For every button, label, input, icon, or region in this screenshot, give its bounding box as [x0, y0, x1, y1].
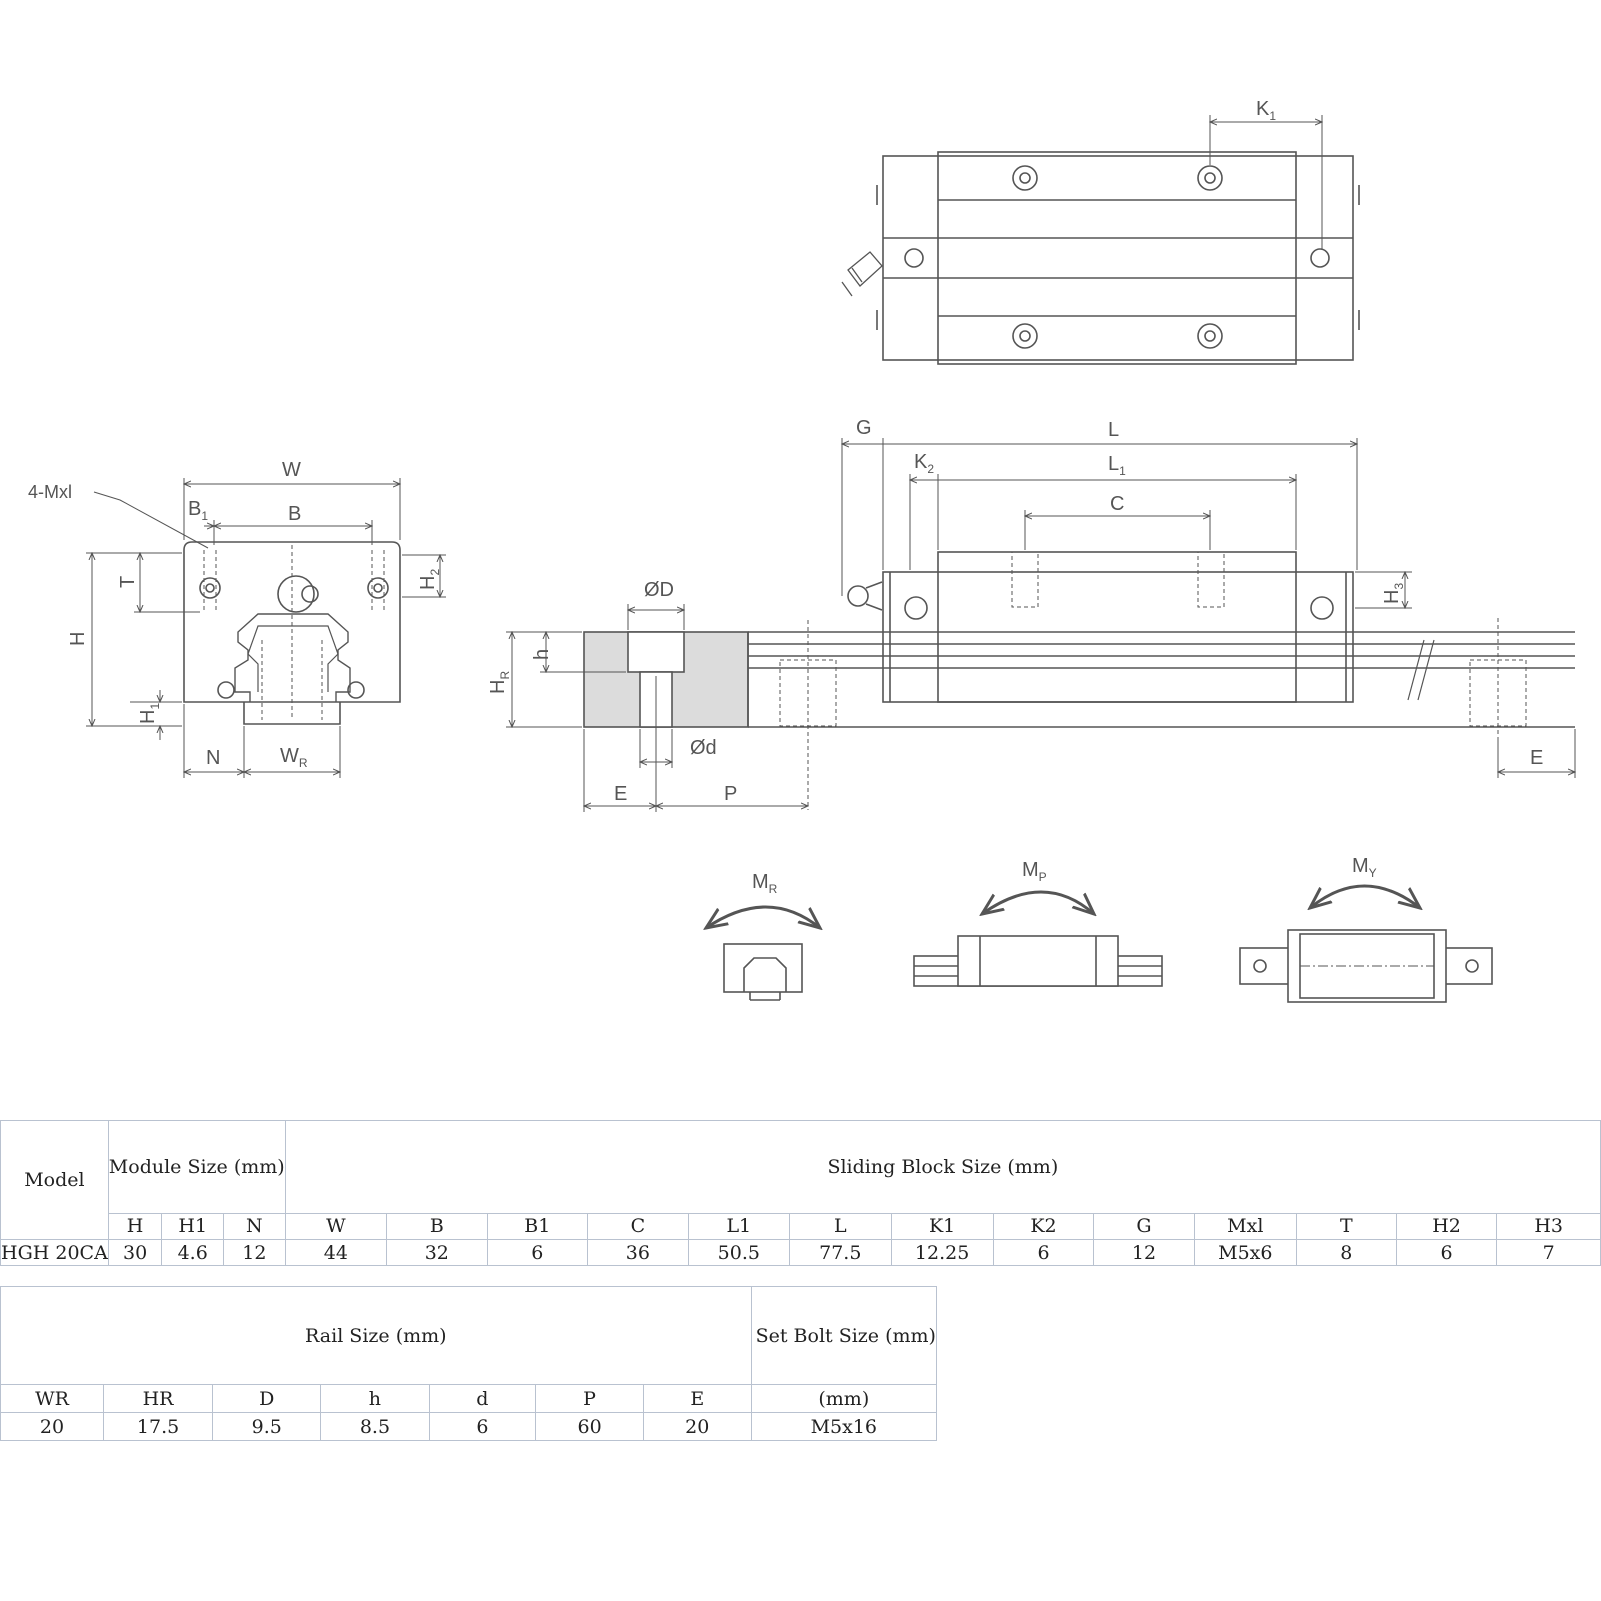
table-row: 20 17.5 9.5 8.5 6 60 20 M5x16 [0, 1412, 938, 1441]
label-my: MY [1352, 855, 1377, 880]
sliding-block-header: Sliding Block Size (mm) [284, 1120, 1601, 1214]
side-view [506, 438, 1575, 812]
value-cell: 6 [486, 1239, 589, 1266]
set-bolt-header: Set Bolt Size (mm) [750, 1286, 938, 1385]
value-cell: 8 [1295, 1239, 1397, 1266]
label-l: L [1108, 419, 1119, 441]
label-h: H [67, 632, 89, 646]
label-g: G [856, 417, 872, 439]
label-b1: B1 [188, 498, 208, 523]
top-view [841, 115, 1360, 365]
value-cell: 6 [1395, 1239, 1498, 1266]
label-w: W [282, 459, 301, 481]
value-cell: 12 [223, 1239, 286, 1266]
label-mr: MR [752, 871, 778, 896]
label-hr: HR [487, 671, 512, 694]
col-header: W [284, 1212, 388, 1241]
col-header: P [535, 1384, 644, 1413]
label-l1: L1 [1108, 453, 1126, 478]
model-header: Model [0, 1120, 109, 1240]
col-header: K1 [890, 1212, 994, 1241]
value-cell: M5x6 [1193, 1239, 1297, 1266]
value-cell: 7 [1496, 1239, 1601, 1266]
label-wr: WR [280, 745, 308, 770]
value-cell: 12 [1093, 1239, 1195, 1266]
value-cell: 8.5 [320, 1412, 430, 1441]
module-size-header: Module Size (mm) [107, 1120, 286, 1214]
label-h1: H1 [137, 703, 162, 724]
col-header: H3 [1496, 1212, 1601, 1241]
label-e-left: E [614, 783, 627, 805]
moment-icon-mp [913, 890, 1163, 987]
value-cell: M5x16 [750, 1412, 938, 1441]
col-header: L1 [687, 1212, 791, 1241]
col-header: WR [0, 1384, 104, 1413]
technical-drawing: K1 4-Mxl B1 W B T H H1 H2 N WR G L K2 L1… [28, 98, 1601, 1003]
label-p: P [724, 783, 737, 805]
rail-size-header: Rail Size (mm) [0, 1286, 752, 1385]
label-h2: H2 [417, 569, 442, 590]
label-c: C [1110, 493, 1124, 515]
model-cell: HGH 20CA [0, 1239, 109, 1266]
moment-icon-mr [706, 905, 820, 1001]
value-cell: 6 [992, 1239, 1095, 1266]
label-h-small: h [531, 649, 553, 660]
end-view [86, 478, 446, 778]
value-cell: 17.5 [102, 1412, 214, 1441]
rail-size-table: Rail Size (mm) Set Bolt Size (mm) WR HR … [0, 1286, 938, 1441]
moment-icon-my [1239, 884, 1493, 1003]
label-e-right: E [1530, 747, 1543, 769]
label-mp: MP [1022, 859, 1047, 884]
table-row: HGH 20CA 30 4.6 12 44 32 6 36 50.5 77.5 … [0, 1239, 1601, 1266]
col-header: L [789, 1212, 892, 1241]
value-cell: 50.5 [687, 1239, 791, 1266]
value-cell: 4.6 [161, 1239, 225, 1266]
label-h3: H3 [1381, 583, 1406, 604]
sliding-block-table: Model Module Size (mm) Sliding Block Siz… [0, 1120, 1601, 1266]
col-header: Mxl [1193, 1212, 1297, 1241]
col-header: N [223, 1212, 286, 1241]
label-od-big: ØD [644, 579, 674, 601]
col-header: d [428, 1384, 537, 1413]
col-header: H1 [161, 1212, 225, 1241]
value-cell: 30 [107, 1239, 163, 1266]
col-header: C [587, 1212, 689, 1241]
col-header: E [642, 1384, 752, 1413]
col-header: B [386, 1212, 488, 1241]
label-n: N [206, 747, 220, 769]
label-k2: K2 [914, 451, 934, 476]
col-header: T [1295, 1212, 1397, 1241]
col-header: H [107, 1212, 163, 1241]
label-t: T [117, 576, 139, 588]
value-cell: 36 [587, 1239, 689, 1266]
col-header: HR [102, 1384, 214, 1413]
value-cell: 60 [535, 1412, 644, 1441]
value-cell: 32 [386, 1239, 488, 1266]
col-header: h [320, 1384, 430, 1413]
col-header: K2 [992, 1212, 1095, 1241]
value-cell: 6 [428, 1412, 537, 1441]
dimension-labels: K1 4-Mxl B1 W B T H H1 H2 N WR G L K2 L1… [28, 98, 1543, 896]
col-header: B1 [486, 1212, 589, 1241]
value-cell: 20 [0, 1412, 104, 1441]
value-cell: 9.5 [212, 1412, 322, 1441]
label-b: B [288, 503, 301, 525]
col-header: H2 [1395, 1212, 1498, 1241]
col-header: D [212, 1384, 322, 1413]
label-k1: K1 [1256, 98, 1276, 123]
value-cell: 44 [284, 1239, 388, 1266]
col-header: G [1093, 1212, 1195, 1241]
label-od-small: Ød [690, 737, 717, 759]
value-cell: 20 [642, 1412, 752, 1441]
value-cell: 12.25 [890, 1239, 994, 1266]
value-cell: 77.5 [789, 1239, 892, 1266]
label-mxl: 4-Mxl [28, 482, 72, 502]
col-header: (mm) [750, 1384, 938, 1413]
